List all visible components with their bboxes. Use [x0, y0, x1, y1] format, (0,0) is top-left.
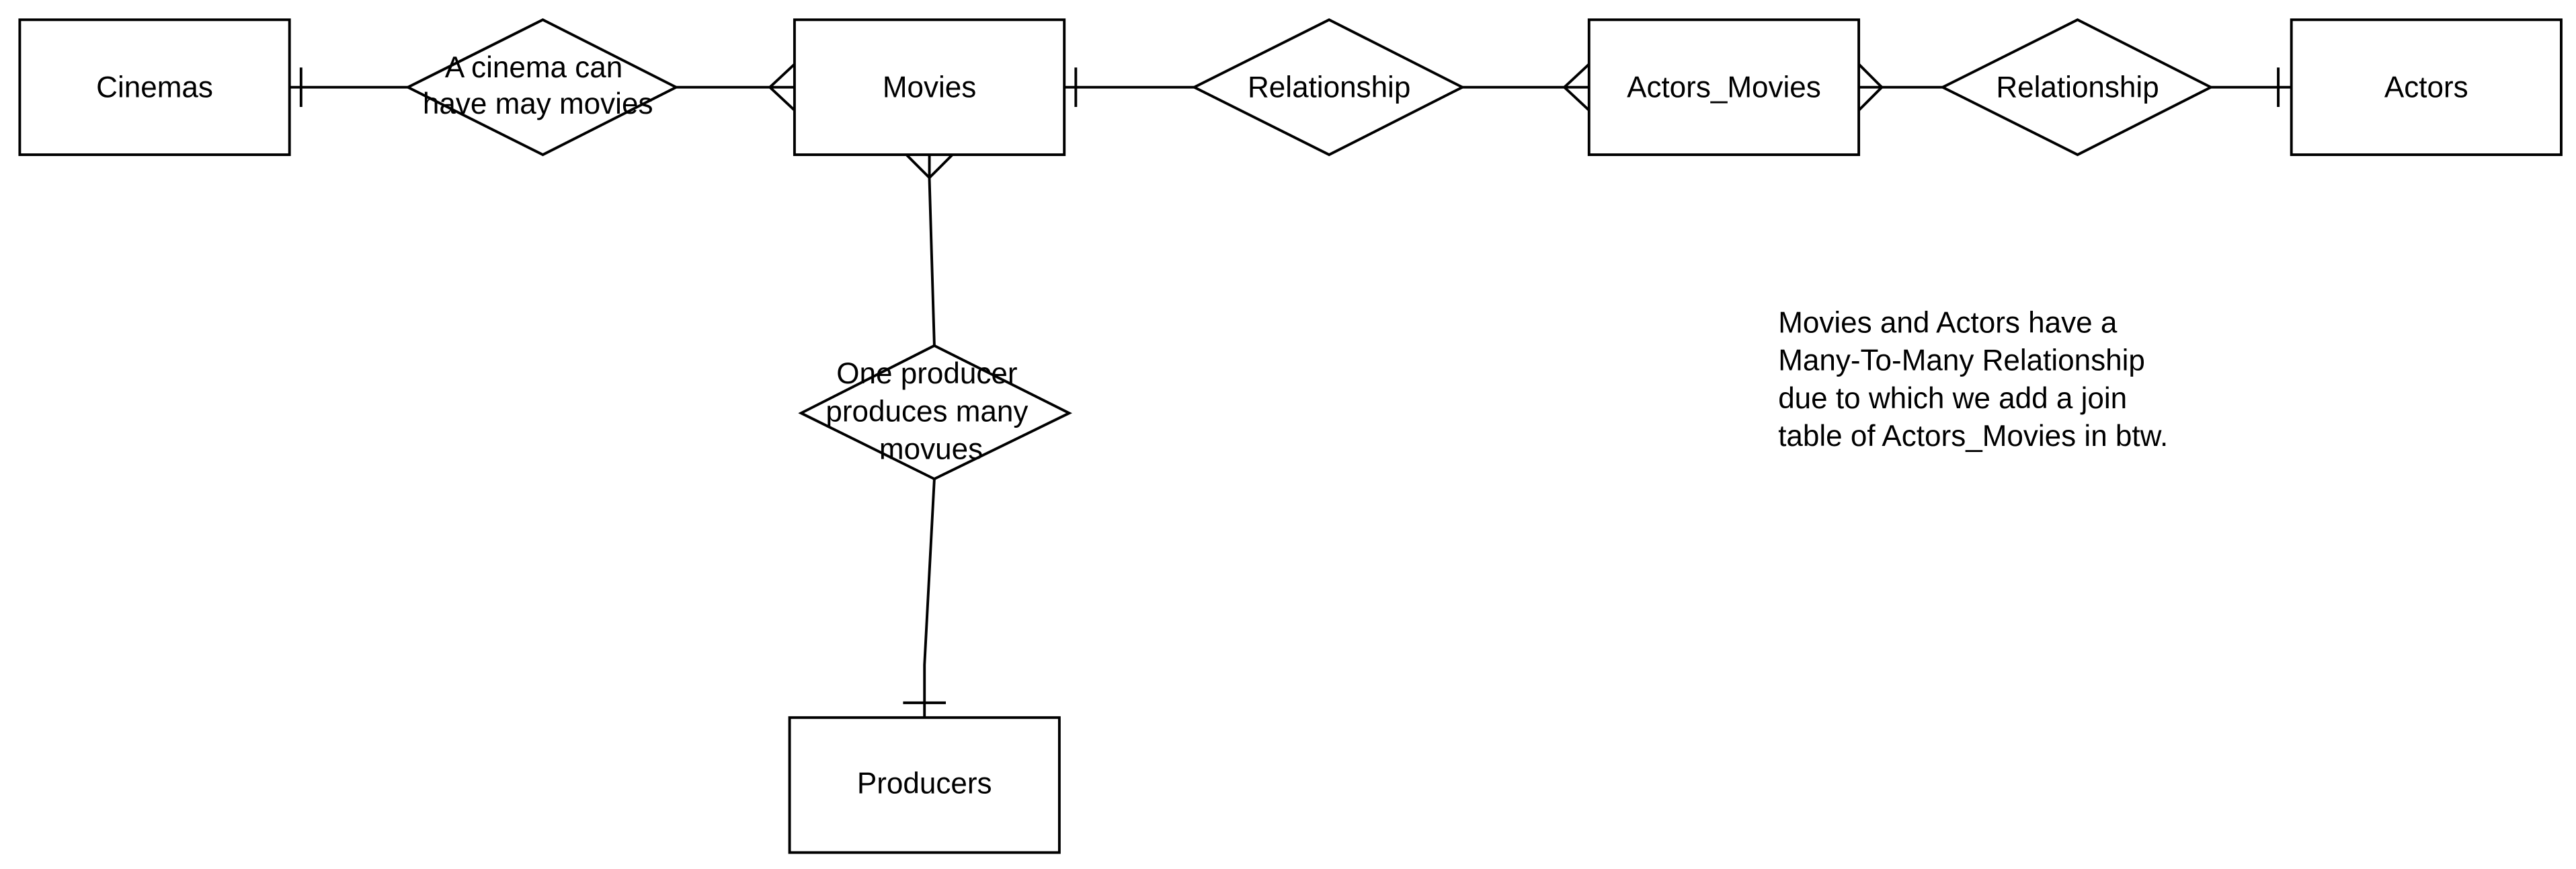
entity-movies-label: Movies	[883, 71, 976, 104]
crowfoot-marker	[905, 153, 930, 179]
crowfoot-marker	[1857, 63, 1883, 89]
entity-actors-label: Actors	[2384, 71, 2468, 104]
crowfoot-marker	[768, 63, 796, 89]
entity-movies: Movies	[793, 18, 1066, 156]
relationship-producer-movies: One producer produces many movues	[798, 344, 1072, 481]
relationship-label-line: have may movies	[423, 87, 653, 120]
edge-actors-movies-relationship	[1857, 63, 1943, 112]
relationship-cinema-movies: A cinema can have may movies	[405, 18, 680, 157]
entity-actors: Actors	[2290, 18, 2563, 156]
note-line: Movies and Actors have a	[1778, 306, 2118, 339]
edge-relationship-actors-movies	[1462, 63, 1591, 112]
edge-movies-relationship	[1064, 67, 1195, 108]
relationship-label-line: A cinema can	[445, 51, 622, 84]
note-line: due to which we add a join	[1778, 382, 2127, 415]
entity-actors-movies-label: Actors_Movies	[1627, 71, 1821, 104]
note-line: table of Actors_Movies in btw.	[1778, 420, 2168, 453]
edge-relationship-actors	[2210, 67, 2292, 108]
relationship-movies-actors-movies: Relationship	[1191, 18, 1465, 157]
edge-movies-producer-relationship	[905, 153, 954, 346]
entity-cinemas-label: Cinemas	[96, 71, 213, 104]
crowfoot-marker	[1563, 63, 1591, 89]
edge-producer-relationship-producers	[903, 478, 947, 718]
entity-actors-movies: Actors_Movies	[1587, 18, 1861, 156]
diagram-note: Movies and Actors have a Many-To-Many Re…	[1778, 306, 2168, 453]
relationship-label-line: One producer	[836, 357, 1017, 390]
edge-cinemas-cinema-relationship	[289, 67, 408, 108]
relationship-actors-movies-actors: Relationship	[1939, 18, 2214, 157]
relationship-movies-actors-movies-label: Relationship	[1248, 71, 1410, 104]
entity-cinemas: Cinemas	[18, 18, 291, 156]
edge-cinema-relationship-movies	[676, 63, 796, 112]
entity-producers-label: Producers	[857, 767, 992, 800]
relationship-label-line: movues	[879, 433, 983, 466]
relationship-actors-movies-actors-label: Relationship	[1996, 71, 2159, 104]
note-line: Many-To-Many Relationship	[1778, 344, 2145, 377]
relationship-label-line: produces many	[826, 395, 1028, 428]
relationship-producer-movies-label: One producer produces many movues	[826, 357, 1036, 466]
relationship-cinema-movies-label: A cinema can have may movies	[423, 51, 653, 120]
entity-producers: Producers	[788, 716, 1061, 854]
